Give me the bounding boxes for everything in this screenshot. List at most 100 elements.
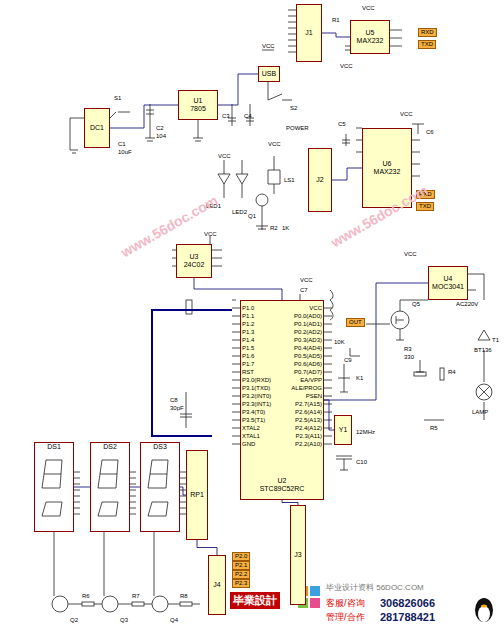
pin-stub [232,364,240,365]
rect-symbol [414,372,426,376]
part-label: R1 [332,16,340,24]
symbol-group [52,532,200,612]
pin-stub [324,396,332,397]
part-label: R7 [132,592,140,600]
pin-stub [324,412,332,413]
net-label: TXD [416,202,434,211]
pin-stub [324,324,332,325]
part-ref: U6 [383,160,392,168]
part-ref: U2 [278,477,287,485]
part-name: 7805 [190,105,206,113]
part-label: POWER [286,124,309,132]
part-label: C4 [244,112,252,120]
wire-line [366,300,428,340]
wire-line [416,360,444,420]
pin-stub [324,436,332,437]
part-label: LS1 [284,176,295,184]
pin-stub [130,496,136,497]
part-label: 30pF [170,404,184,412]
rect-symbol [310,598,320,608]
circle-symbol [481,604,487,607]
pin-name: P0.1(AD1) [294,320,322,328]
pin-stub [74,514,80,515]
part-label: AC220V [456,300,478,308]
part-label: VCC [400,110,413,118]
part-label: C8 [170,396,178,404]
part-label: K1 [356,374,363,382]
display-box: DS1 [34,442,74,532]
part-label: S1 [114,94,121,102]
wire [324,283,428,400]
pin-name: P2.3(A11) [295,432,322,440]
part-label: Q4 [170,616,178,624]
pin-stub [232,428,240,429]
wire [130,487,140,488]
wire-line [152,310,232,436]
part-label: VCC [268,140,281,148]
wire-line [330,290,333,320]
wire [110,105,178,128]
part-name: J4 [213,581,220,589]
wire-line [218,174,248,184]
wire [197,540,217,555]
pin-stub [232,444,240,445]
part-label: R3 [404,345,412,353]
resistor-pack: RP1 [186,450,208,540]
part-label: C2 [156,124,164,132]
net-label: OUT [346,318,365,327]
wire-line [350,348,360,356]
contact-number: 281788421 [380,611,435,623]
header-box: J4 [208,555,226,615]
circle-symbol [476,384,492,400]
part-label: C7 [300,286,308,294]
pin-stub [324,444,332,445]
part-label: 12MHz [356,428,375,436]
seven-segment [42,460,62,516]
net-label: P2.2 [232,570,250,579]
rect-symbol [186,300,192,314]
wire-line [193,120,203,141]
pin-name: P1.0 [242,304,254,312]
part-name: STC89C52RC [260,485,305,493]
contact-number: 306826066 [380,597,435,609]
pin-name: GND [242,440,255,448]
pin-stub [232,356,240,357]
pin-stub [324,388,332,389]
wire-line [396,316,404,324]
part-label: VCC [362,4,375,12]
wire-line [288,10,296,52]
pin-stub [130,508,136,509]
pin-stub [232,396,240,397]
wire-line [228,104,254,126]
connector-box: J1 [296,4,322,62]
header-box: J3 [290,505,306,605]
pin-name: VCC [309,304,322,312]
part-label: C6 [426,128,434,136]
net-label: P2.3 [232,579,250,588]
wire [332,168,362,180]
part-label: VCC [340,62,353,70]
part-label: Q5 [412,300,420,308]
symbol-group [42,460,186,516]
part-ref: U1 [194,97,203,105]
pin-name: P0.5(AD5) [294,352,322,360]
pin-stub [74,478,80,479]
pin-stub [232,388,240,389]
part-name: MAX232 [357,37,384,45]
part-label: LED2 [232,208,247,216]
pin-stub [232,348,240,349]
part-name: Y1 [339,426,348,434]
part-ref: U5 [366,29,375,37]
pin-stub [130,514,136,515]
pin-stub [324,316,332,317]
pin-name: P1.6 [242,352,254,360]
wire [322,33,350,37]
pin-stub [324,356,332,357]
pin-name: P1.5 [242,344,254,352]
wire-line [256,206,268,230]
part-name: J2 [316,176,323,184]
net-label: TXD [418,40,436,49]
part-label: LAMP [472,408,488,416]
pin-name: P1.1 [242,312,254,320]
